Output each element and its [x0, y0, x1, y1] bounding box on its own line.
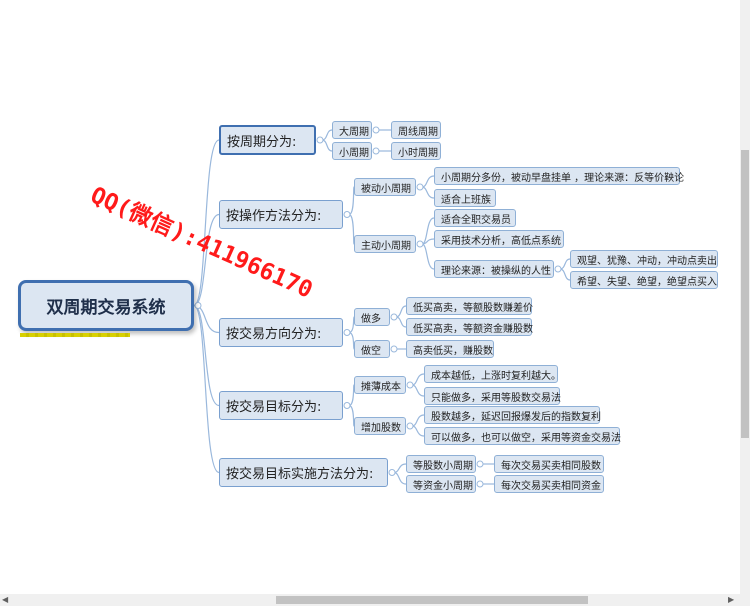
connector-line — [559, 258, 571, 270]
collapse-toggle-icon — [390, 313, 398, 321]
connector-line — [393, 471, 407, 485]
subnode-big-period[interactable]: 大周期 — [332, 121, 372, 139]
leaf-more-shares[interactable]: 股数越多，延迟回报爆发后的指数复利 — [424, 406, 601, 424]
connector-line — [411, 373, 425, 386]
connector-line — [421, 186, 435, 199]
leaf-passive-desc[interactable]: 小周期分多份，被动早盘挂单 ，理论来源：反等价鞅论 — [434, 167, 684, 185]
branch-node-operation[interactable]: 按操作方法分为: — [219, 200, 343, 229]
leaf-long-or-short[interactable]: 可以做多，也可以做空，采用等资金交易法 — [424, 427, 621, 445]
connector-line — [193, 139, 220, 307]
leaf-fulltime-trader[interactable]: 适合全职交易员 — [434, 209, 516, 227]
connector-line — [321, 139, 333, 152]
root-node[interactable]: 双周期交易系统 — [18, 280, 194, 331]
collapse-toggle-icon — [416, 240, 424, 248]
collapse-toggle-icon — [390, 345, 398, 353]
connector-line — [421, 243, 435, 270]
leaf-impulse-sell[interactable]: 观望、犹豫、冲动，冲动点卖出 — [570, 250, 718, 268]
scroll-right-arrow-icon[interactable]: ▶ — [728, 595, 735, 604]
branch-node-goal[interactable]: 按交易目标分为: — [219, 391, 343, 420]
subnode-passive-small[interactable]: 被动小周期 — [354, 178, 416, 196]
collapse-toggle-icon — [343, 329, 351, 336]
collapse-toggle-icon — [372, 126, 380, 134]
leaf-same-capital[interactable]: 每次交易买卖相同资金 — [494, 475, 604, 493]
vertical-scroll-thumb[interactable] — [741, 150, 749, 438]
subnode-long[interactable]: 做多 — [354, 308, 390, 326]
branch-node-implementation[interactable]: 按交易目标实施方法分为: — [219, 458, 388, 487]
leaf-office-worker[interactable]: 适合上班族 — [434, 189, 496, 207]
horizontal-scrollbar[interactable]: ◀ ▶ — [0, 594, 750, 606]
leaf-long-equal-capital[interactable]: 低买高卖，等额资金赚股数 — [406, 318, 533, 336]
collapse-toggle-icon — [316, 136, 324, 144]
connector-line — [395, 316, 407, 328]
connector-line — [321, 129, 333, 141]
leaf-lower-cost[interactable]: 成本越低，上涨时复利越大。 — [424, 365, 561, 383]
collapse-toggle-icon — [476, 460, 484, 468]
leaf-despair-buy[interactable]: 希望、失望、绝望，绝望点买入 — [570, 271, 718, 289]
scroll-left-arrow-icon[interactable]: ◀ — [2, 595, 9, 604]
connector-line — [411, 384, 425, 397]
collapse-toggle-icon — [416, 183, 424, 191]
connector-line — [193, 304, 220, 474]
leaf-tech-analysis[interactable]: 采用技术分析，高低点系统 — [434, 230, 564, 248]
connector-line — [421, 238, 435, 245]
leaf-long-equal-shares[interactable]: 低买高卖，等额股数赚差价 — [406, 297, 533, 315]
collapse-toggle-icon — [388, 469, 396, 476]
collapse-toggle-icon — [372, 147, 380, 155]
collapse-toggle-icon — [406, 381, 414, 389]
leaf-human-nature[interactable]: 理论来源：被操纵的人性 — [434, 260, 554, 278]
subnode-active-small[interactable]: 主动小周期 — [354, 235, 416, 253]
leaf-hourly-period[interactable]: 小时周期 — [391, 142, 441, 160]
collapse-toggle-icon — [406, 422, 414, 430]
connector-line — [193, 304, 220, 407]
connector-line — [393, 463, 407, 474]
leaf-same-shares[interactable]: 每次交易买卖相同股数 — [494, 455, 604, 473]
collapse-toggle-icon — [343, 402, 351, 409]
branch-node-direction[interactable]: 按交易方向分为: — [219, 318, 343, 347]
collapse-toggle-icon — [343, 211, 351, 218]
leaf-short-sell-buy[interactable]: 高卖低买，赚股数 — [406, 340, 494, 358]
subnode-increase-shares[interactable]: 增加股数 — [354, 417, 406, 435]
connector-line — [559, 268, 571, 281]
horizontal-scroll-thumb[interactable] — [276, 596, 588, 604]
root-subtitle-scribble — [20, 333, 130, 337]
collapse-toggle-icon — [194, 302, 202, 309]
collapse-toggle-icon — [476, 480, 484, 488]
leaf-long-only[interactable]: 只能做多，采用等股数交易法 — [424, 387, 561, 405]
leaf-weekly-period[interactable]: 周线周期 — [391, 121, 441, 139]
branch-node-period[interactable]: 按周期分为: — [219, 125, 316, 155]
subnode-small-period[interactable]: 小周期 — [332, 142, 372, 160]
subnode-short[interactable]: 做空 — [354, 340, 390, 358]
subnode-equal-shares[interactable]: 等股数小周期 — [406, 455, 476, 473]
connector-line — [421, 217, 435, 245]
connector-line — [411, 425, 425, 437]
connector-line — [411, 414, 425, 427]
connector-line — [421, 175, 435, 188]
collapse-toggle-icon — [554, 265, 562, 273]
subnode-equal-capital[interactable]: 等资金小周期 — [406, 475, 476, 493]
connector-line — [395, 305, 407, 318]
subnode-dilute-cost[interactable]: 摊薄成本 — [354, 376, 406, 394]
vertical-scrollbar[interactable] — [740, 0, 750, 594]
